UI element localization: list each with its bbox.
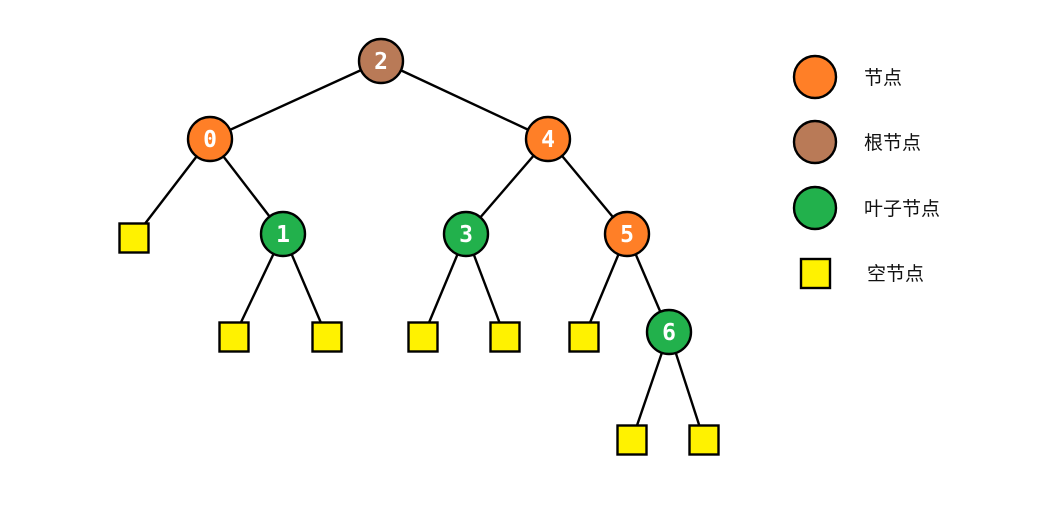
leaf-node-circle [645,308,693,356]
tree-node-4: 4 [524,115,572,163]
legend-item-root: 根节点 [792,119,921,165]
null-node [118,222,150,254]
legend-item-node: 节点 [792,54,902,100]
null-node [489,321,521,353]
tree-node-5: 5 [603,210,651,258]
null-node [616,424,648,456]
leaf-node-circle [259,210,307,258]
legend-item-leaf: 叶子节点 [792,185,940,231]
null-node [407,321,439,353]
tree-edge [209,59,382,141]
node-label: 3 [459,222,473,248]
node-node-circle [524,115,572,163]
null-node [568,321,600,353]
null-node [218,321,250,353]
tree-node-1: 1 [259,210,307,258]
tree-nodes: 2 0 4 1 3 5 6 [118,37,720,456]
legend-label: 空节点 [867,263,924,285]
legend-root-swatch [792,119,838,165]
node-label: 6 [662,320,676,346]
root-node-circle [357,37,405,85]
node-label: 1 [276,222,290,248]
legend-node-swatch [792,54,838,100]
tree-node-2: 2 [357,37,405,85]
null-node [311,321,343,353]
tree-node-6: 6 [645,308,693,356]
tree-edge [380,59,549,141]
leaf-node-circle [442,210,490,258]
legend-label: 根节点 [864,132,921,154]
legend-label: 节点 [864,67,902,89]
legend-leaf-swatch [792,185,838,231]
node-node-circle [186,115,234,163]
node-label: 4 [541,127,555,153]
node-node-circle [603,210,651,258]
legend-label: 叶子节点 [864,198,940,220]
tree-node-3: 3 [442,210,490,258]
node-label: 0 [203,127,217,153]
node-label: 5 [620,222,634,248]
null-node [688,424,720,456]
legend-item-null: 空节点 [799,257,924,290]
tree-node-0: 0 [186,115,234,163]
node-label: 2 [374,49,388,75]
legend-null-swatch [799,257,832,290]
